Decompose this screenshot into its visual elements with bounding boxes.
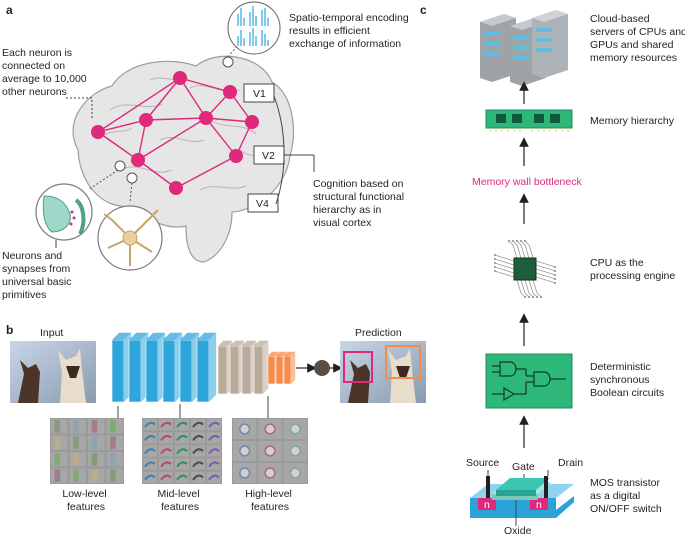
cnn-layer	[179, 332, 200, 403]
dog-bounding-box	[343, 351, 373, 383]
cnn-layer	[162, 332, 183, 403]
cnn-layer	[111, 332, 132, 403]
n-region-right: n	[536, 499, 542, 511]
neuron-node	[245, 115, 259, 129]
brain-icon	[72, 55, 295, 263]
memory-wall-text: Memory wall bottleneck	[472, 176, 582, 188]
neuron-node	[229, 149, 243, 163]
synapses-text: Neurons and synapses from universal basi…	[2, 250, 74, 301]
cat-photo	[10, 341, 96, 403]
spike-train-icon	[227, 1, 281, 58]
cat-bounding-box	[385, 345, 421, 379]
neuron-node	[131, 153, 145, 167]
cnn-layer	[253, 340, 269, 395]
neuron-node	[223, 85, 237, 99]
neuron-node	[173, 71, 187, 85]
transistor-icon	[470, 476, 574, 518]
high-level-label: High-level features	[245, 488, 295, 513]
area-v2-label: V2	[262, 150, 275, 162]
mid-level-label: Mid-level features	[158, 488, 203, 513]
cognition-text: Cognition based on structural functional…	[313, 178, 407, 229]
cnn-layer	[145, 332, 166, 403]
memory-module-icon	[485, 109, 573, 132]
panel-b-letter: b	[6, 323, 13, 337]
input-label: Input	[40, 327, 63, 339]
cnn-layer	[128, 332, 149, 403]
cnn-layer	[196, 332, 217, 403]
encoding-node	[222, 56, 234, 68]
n-region-left: n	[484, 499, 490, 511]
cnn-layers	[111, 332, 296, 403]
prediction-photo	[340, 341, 426, 403]
neuron-cell-node	[126, 172, 138, 184]
drain-label: Drain	[558, 457, 583, 469]
cnn-layer	[283, 351, 296, 385]
prediction-label: Prediction	[355, 327, 402, 339]
cpu-chip-icon	[493, 239, 557, 299]
neuron-node	[91, 125, 105, 139]
feature-map-grid	[232, 418, 308, 484]
output-node	[314, 360, 330, 376]
synapse-icon	[35, 169, 119, 241]
oxide-label: Oxide	[504, 525, 532, 536]
area-v4-label: V4	[256, 198, 269, 210]
neuron-node	[199, 111, 213, 125]
transistor-text: MOS transistor as a digital ON/OFF switc…	[590, 477, 663, 515]
feature-map-grid	[50, 418, 124, 484]
panel-c-letter: c	[420, 3, 427, 17]
panel-a-letter: a	[6, 3, 13, 17]
source-label: Source	[466, 457, 499, 469]
cloud-text: Cloud-based servers of CPUs and GPUs and…	[590, 13, 685, 64]
circuits-text: Deterministic synchronous Boolean circui…	[590, 361, 664, 399]
encoding-text: Spatio-temporal encoding results in effi…	[289, 12, 412, 50]
neuron-node	[169, 181, 183, 195]
visual-cortex-areas: V1 V2 V4	[243, 83, 315, 213]
synapse-node	[114, 160, 126, 172]
memory-hierarchy-text: Memory hierarchy	[590, 115, 675, 127]
cpu-text: CPU as the processing engine	[590, 257, 675, 282]
logic-circuit-icon	[485, 353, 573, 409]
neuron-node	[139, 113, 153, 127]
server-icon	[480, 10, 568, 86]
feature-map-grid	[142, 418, 222, 484]
neuron-cell-icon	[97, 182, 163, 271]
neuron-connections-text: Each neuron is connected on average to 1…	[2, 47, 90, 98]
low-level-label: Low-level features	[62, 488, 109, 513]
gate-label: Gate	[512, 461, 535, 473]
area-v1-label: V1	[253, 88, 266, 100]
